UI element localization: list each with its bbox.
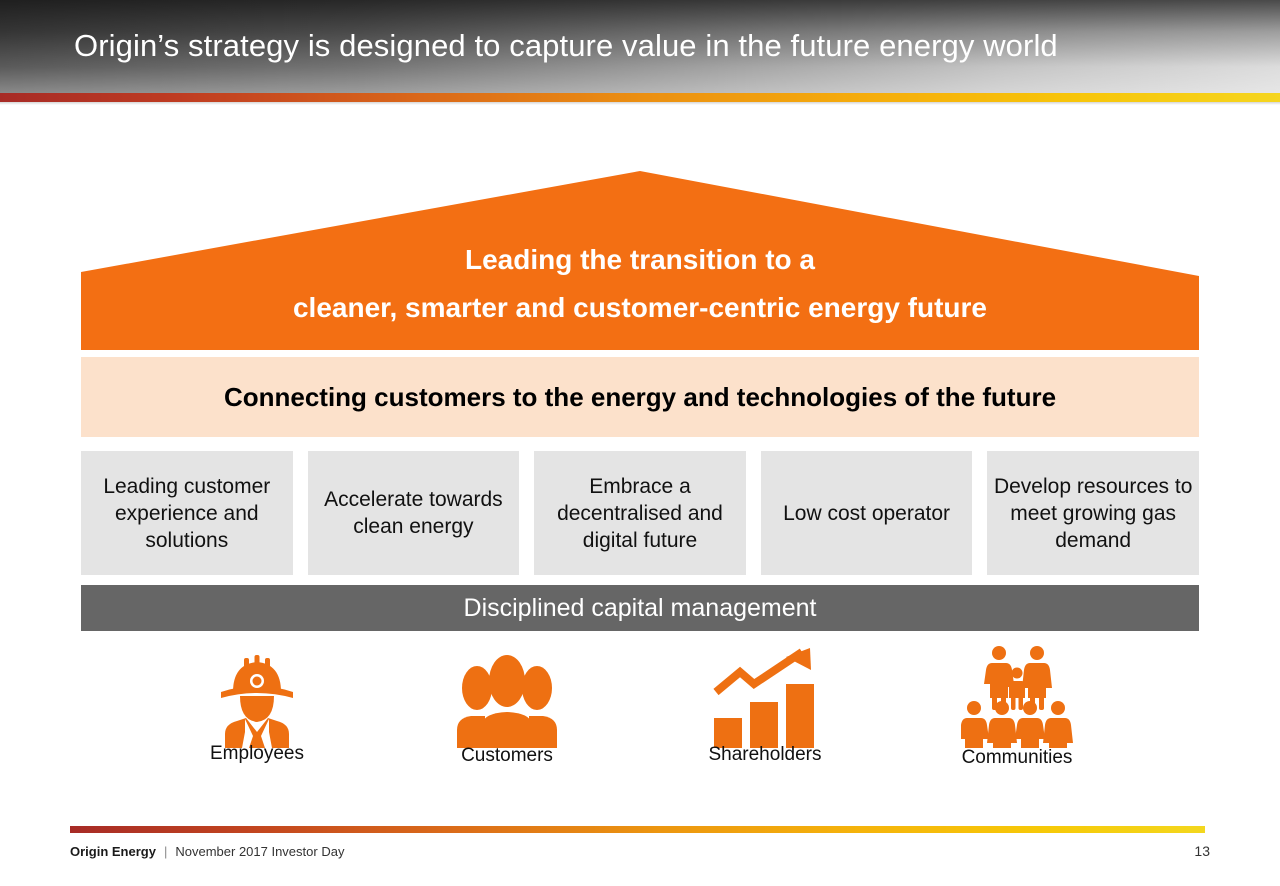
worker-hardhat-icon <box>132 648 382 748</box>
house-roof-shape: Leading the transition to a cleaner, sma… <box>81 168 1199 350</box>
growth-chart-icon <box>640 648 890 748</box>
people-group-glyph <box>457 655 557 748</box>
community-people-glyph <box>961 646 1073 748</box>
purpose-band-text: Connecting customers to the energy and t… <box>223 381 1057 412</box>
stakeholder-label: Employees <box>210 743 304 764</box>
roof-text-block: Leading the transition to a cleaner, sma… <box>81 236 1199 332</box>
roof-line-1: Leading the transition to a <box>464 244 815 275</box>
stakeholder-customers: Customers <box>382 648 632 770</box>
foundation-band-text: Disciplined capital management <box>463 593 817 622</box>
pillar-develop-gas-resources[interactable]: Develop resources to meet growing gas de… <box>987 451 1199 575</box>
pillar-label: Accelerate towards clean energy <box>324 488 503 538</box>
community-people-icon <box>892 646 1142 748</box>
pillar-accelerate-clean-energy[interactable]: Accelerate towards clean energy <box>307 451 520 575</box>
slide-header-banner: Origin’s strategy is designed to capture… <box>0 0 1280 93</box>
stakeholder-label: Customers <box>461 745 553 766</box>
page-number: 13 <box>1194 843 1210 859</box>
roof-line-2: cleaner, smarter and customer-centric en… <box>292 292 988 323</box>
growth-chart-glyph <box>713 648 814 748</box>
people-group-icon <box>382 648 632 748</box>
page-title: Origin’s strategy is designed to capture… <box>74 28 1058 63</box>
stakeholder-shareholders: Shareholders <box>640 648 890 770</box>
stakeholder-label: Shareholders <box>708 744 822 765</box>
pillar-label: Leading customer experience and solution… <box>103 474 271 552</box>
roof-polygon-icon <box>81 171 1199 350</box>
pillar-leading-customer-experience[interactable]: Leading customer experience and solution… <box>81 451 293 575</box>
strategy-house-diagram: Leading the transition to a cleaner, sma… <box>81 168 1199 638</box>
footer-separator: | <box>163 843 168 859</box>
strategy-pillars-row: Leading customer experience and solution… <box>81 451 1199 575</box>
footer-meta: November 2017 Investor Day <box>175 843 345 859</box>
header-accent-rule <box>0 93 1280 102</box>
pillar-label: Low cost operator <box>783 501 951 525</box>
slide-footer: Origin Energy | November 2017 Investor D… <box>70 840 1210 862</box>
stakeholder-communities: Communities <box>892 646 1142 770</box>
foundation-band: Disciplined capital management <box>81 585 1199 631</box>
worker-hardhat-glyph <box>221 655 293 748</box>
pillar-low-cost-operator[interactable]: Low cost operator <box>760 451 973 575</box>
pillar-label: Embrace a decentralised and digital futu… <box>557 474 723 552</box>
footer-brand: Origin Energy <box>70 843 156 859</box>
pillar-label: Develop resources to meet growing gas de… <box>993 474 1193 552</box>
pillar-decentralised-digital-future[interactable]: Embrace a decentralised and digital futu… <box>534 451 746 575</box>
purpose-band: Connecting customers to the energy and t… <box>81 357 1199 437</box>
stakeholder-employees: Employees <box>132 648 382 770</box>
stakeholder-label: Communities <box>961 747 1073 768</box>
header-rule-shadow <box>0 102 1280 105</box>
footer-accent-rule <box>70 826 1205 833</box>
stakeholders-row: Employees Customers <box>81 646 1199 770</box>
